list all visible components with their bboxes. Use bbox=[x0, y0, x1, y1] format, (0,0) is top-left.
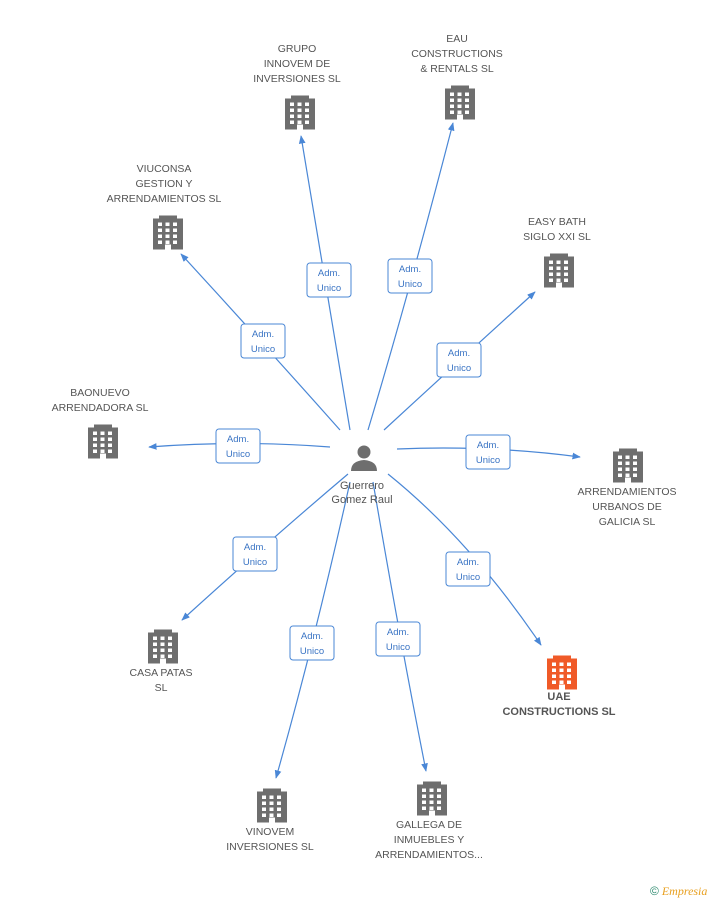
edge-viuconsa: Adm. Unico bbox=[180, 253, 341, 431]
edge-line bbox=[387, 473, 542, 646]
role-badge[interactable]: Adm. Unico bbox=[240, 323, 286, 359]
role-label: Unico bbox=[243, 557, 267, 568]
role-badge[interactable]: Adm. Unico bbox=[289, 625, 335, 661]
company-name[interactable]: CONSTRUCTIONS SL bbox=[502, 706, 615, 718]
company-name[interactable]: ARRENDAMIENTOS bbox=[578, 486, 677, 498]
role-label: Unico bbox=[251, 344, 275, 355]
edge-easy-bath: Adm. Unico bbox=[383, 291, 536, 431]
role-badge[interactable]: Adm. Unico bbox=[465, 434, 511, 470]
role-label: Adm. bbox=[399, 264, 421, 275]
company-name[interactable]: GRUPO bbox=[278, 43, 317, 55]
role-label: Unico bbox=[300, 646, 324, 657]
edge-casa-patas: Adm. Unico bbox=[181, 473, 349, 621]
viuconsa-building-icon[interactable] bbox=[153, 215, 183, 250]
edge-arrendamientos-urbanos: Adm. Unico bbox=[396, 434, 581, 470]
company-name[interactable]: & RENTALS SL bbox=[420, 63, 493, 75]
role-label: Unico bbox=[476, 455, 500, 466]
arrendamientos-urbanos-building-icon[interactable] bbox=[613, 448, 643, 483]
company-name[interactable]: INMUEBLES Y bbox=[394, 834, 464, 846]
role-label: Adm. bbox=[448, 348, 470, 359]
company-name[interactable]: ARRENDAMIENTOS SL bbox=[107, 193, 222, 205]
company-name[interactable]: UAE bbox=[547, 691, 570, 703]
casa-patas-building-icon[interactable] bbox=[148, 629, 178, 664]
role-label: Unico bbox=[226, 449, 250, 460]
company-node-gallega[interactable]: GALLEGA DE INMUEBLES Y ARRENDAMIENTOS... bbox=[375, 781, 483, 862]
easy-bath-building-icon[interactable] bbox=[544, 253, 574, 288]
eau-constructions-building-icon[interactable] bbox=[445, 85, 475, 120]
edge-grupo-innovem: Adm. Unico bbox=[298, 135, 352, 431]
role-label: Adm. bbox=[227, 434, 249, 445]
company-name[interactable]: ARRENDAMIENTOS... bbox=[375, 849, 483, 861]
company-name[interactable]: CASA PATAS bbox=[129, 667, 192, 679]
role-badge[interactable]: Adm. Unico bbox=[306, 262, 352, 298]
edge-uae-constructions: Adm. Unico bbox=[387, 473, 542, 646]
company-node-vinovem[interactable]: VINOVEM INVERSIONES SL bbox=[226, 788, 314, 854]
role-label: Adm. bbox=[318, 268, 340, 279]
company-name[interactable]: GESTION Y bbox=[136, 178, 193, 190]
role-badge[interactable]: Adm. Unico bbox=[215, 428, 261, 464]
role-badge[interactable]: Adm. Unico bbox=[387, 258, 433, 294]
role-label: Adm. bbox=[252, 329, 274, 340]
role-badge[interactable]: Adm. Unico bbox=[436, 342, 482, 378]
vinovem-building-icon[interactable] bbox=[257, 788, 287, 823]
uae-constructions-building-icon[interactable] bbox=[547, 655, 577, 690]
company-name[interactable]: GALLEGA DE bbox=[396, 819, 462, 831]
edge-baonuevo: Adm. Unico bbox=[148, 428, 331, 464]
company-name[interactable]: URBANOS DE bbox=[592, 501, 661, 513]
person-icon[interactable] bbox=[351, 445, 377, 472]
company-name[interactable]: CONSTRUCTIONS bbox=[411, 48, 503, 60]
company-name[interactable]: EASY BATH bbox=[528, 216, 586, 228]
company-name[interactable]: INVERSIONES SL bbox=[253, 73, 341, 85]
edge-eau-constructions: Adm. Unico bbox=[367, 122, 455, 431]
brand-name: Empresia bbox=[661, 884, 708, 898]
company-name[interactable]: SL bbox=[155, 682, 168, 694]
edge-vinovem: Adm. Unico bbox=[274, 481, 351, 779]
company-node-casa-patas[interactable]: CASA PATAS SL bbox=[129, 629, 193, 695]
company-name[interactable]: INNOVEM DE bbox=[264, 58, 331, 70]
company-node-viuconsa[interactable]: VIUCONSA GESTION Y ARRENDAMIENTOS SL bbox=[107, 163, 222, 250]
company-name[interactable]: ARRENDADORA SL bbox=[52, 402, 149, 414]
company-name[interactable]: INVERSIONES SL bbox=[226, 841, 314, 853]
role-badge[interactable]: Adm. Unico bbox=[232, 536, 278, 572]
edge-gallega: Adm. Unico bbox=[372, 481, 428, 772]
person-name[interactable]: Gomez Raul bbox=[331, 494, 392, 506]
role-badge[interactable]: Adm. Unico bbox=[445, 551, 491, 587]
role-label: Adm. bbox=[387, 627, 409, 638]
role-label: Adm. bbox=[244, 542, 266, 553]
gallega-building-icon[interactable] bbox=[417, 781, 447, 816]
grupo-innovem-building-icon[interactable] bbox=[285, 95, 315, 130]
company-node-eau-constructions[interactable]: EAU CONSTRUCTIONS & RENTALS SL bbox=[411, 33, 503, 120]
role-label: Unico bbox=[456, 572, 480, 583]
role-label: Adm. bbox=[477, 440, 499, 451]
company-node-arrendamientos-urbanos[interactable]: ARRENDAMIENTOS URBANOS DE GALICIA SL bbox=[578, 448, 677, 529]
role-label: Adm. bbox=[457, 557, 479, 568]
company-node-uae-constructions[interactable]: UAE CONSTRUCTIONS SL bbox=[502, 655, 616, 719]
company-name[interactable]: EAU bbox=[446, 33, 468, 45]
company-name[interactable]: SIGLO XXI SL bbox=[523, 231, 591, 243]
person-name[interactable]: Guerrero bbox=[340, 480, 384, 492]
role-label: Unico bbox=[317, 283, 341, 294]
copyright-symbol: © bbox=[650, 884, 659, 898]
company-name[interactable]: VINOVEM bbox=[246, 826, 294, 838]
role-label: Unico bbox=[398, 279, 422, 290]
role-label: Adm. bbox=[301, 631, 323, 642]
company-name[interactable]: BAONUEVO bbox=[70, 387, 130, 399]
company-node-baonuevo[interactable]: BAONUEVO ARRENDADORA SL bbox=[52, 387, 149, 459]
company-node-grupo-innovem[interactable]: GRUPO INNOVEM DE INVERSIONES SL bbox=[253, 43, 341, 130]
baonuevo-building-icon[interactable] bbox=[88, 424, 118, 459]
company-name[interactable]: GALICIA SL bbox=[599, 516, 656, 528]
company-name[interactable]: VIUCONSA bbox=[137, 163, 192, 175]
empresia-brand[interactable]: © Empresia bbox=[650, 884, 707, 899]
role-badge[interactable]: Adm. Unico bbox=[375, 621, 421, 657]
company-node-easy-bath[interactable]: EASY BATH SIGLO XXI SL bbox=[523, 216, 591, 288]
role-label: Unico bbox=[447, 363, 471, 374]
role-label: Unico bbox=[386, 642, 410, 653]
